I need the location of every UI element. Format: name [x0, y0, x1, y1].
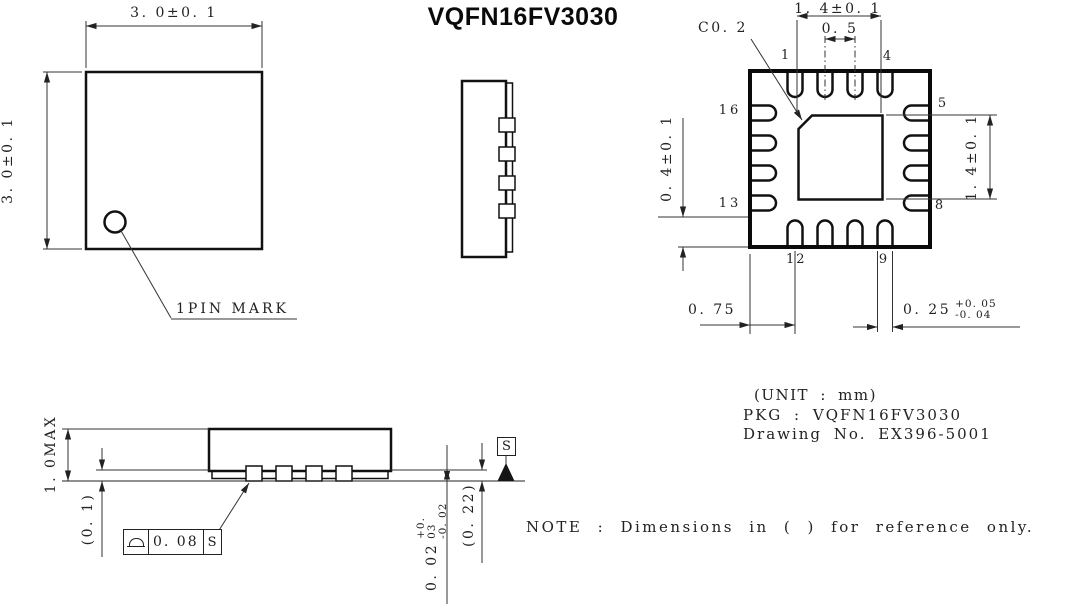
side-pin [498, 203, 516, 219]
profile-pin [305, 465, 323, 482]
ref-dim-022: (0. 22) [461, 482, 477, 547]
pin-label-1: 1 [780, 48, 792, 63]
bottom-view-linework [658, 12, 1020, 334]
profile-view-linework [62, 427, 525, 604]
body-height-dim: 1. 0MAX [43, 414, 59, 494]
top-view-linework [43, 21, 297, 320]
top-view-width-dim: 3. 0±0. 1 [130, 5, 218, 21]
pin1-mark-circle [103, 210, 127, 234]
seating-datum-triangle [497, 463, 515, 481]
standoff-dim-group: 0. 02 +0. 03 -0. 02 [415, 499, 449, 591]
pin-label-8: 8 [934, 198, 946, 213]
ref-dim-01: (0. 1) [80, 492, 96, 546]
side-view-linework [460, 79, 516, 259]
pad-height-dim: 1. 4±0. 1 [964, 113, 980, 201]
pin-label-12: 12 [786, 252, 807, 267]
package-side-outline [460, 79, 508, 259]
pin-mark-leader [119, 228, 172, 319]
pin-slots-bottom [786, 219, 894, 245]
pin-label-4: 4 [882, 49, 894, 64]
edge-to-pin-dim: 0. 75 [687, 302, 737, 318]
pad-width-dim: 1. 4±0. 1 [794, 1, 882, 17]
side-pin [498, 146, 516, 162]
exposed-pad [797, 114, 884, 201]
pin-label-5: 5 [937, 96, 949, 111]
surface-profile-icon [124, 530, 148, 554]
package-top-outline [84, 70, 264, 251]
pin-width-dim: 0. 25 [903, 302, 952, 318]
seating-datum-symbol: S [497, 437, 516, 456]
profile-pin [245, 465, 263, 482]
side-pin [498, 175, 516, 191]
flatness-datum: S [202, 530, 221, 554]
profile-pin [335, 465, 353, 482]
flatness-leader [215, 482, 250, 536]
pin-label-9: 9 [878, 252, 890, 267]
pin-label-16: 16 [718, 103, 742, 118]
pin-mark-label: 1PIN MARK [176, 301, 290, 317]
note-text: NOTE : Dimensions in ( ) for reference o… [526, 518, 1035, 536]
pin-slots-left [752, 104, 778, 212]
profile-pin [275, 465, 293, 482]
unit-label: (UNIT : mm) [754, 386, 877, 404]
drawing-number: Drawing No. EX396-5001 [743, 425, 992, 443]
pin-label-13: 13 [718, 196, 742, 211]
page-title: VQFN16FV3030 [427, 3, 619, 31]
chamfer-leader [750, 38, 803, 121]
top-view-height-dim: 3. 0±0. 1 [0, 116, 16, 204]
standoff-dim: 0. 02 [424, 542, 440, 591]
standoff-tolerance: +0. 03 -0. 02 [414, 502, 449, 539]
flatness-frame: 0. 08 S [123, 529, 222, 555]
pin-width-tolerance: +0. 05 -0. 04 [955, 298, 997, 321]
package-profile-outline [207, 427, 393, 473]
chamfer-dim: C0. 2 [698, 20, 748, 36]
pin-width-dim-group: 0. 25 +0. 05 -0. 04 [903, 299, 997, 321]
pkg-label: PKG : VQFN16FV3030 [743, 406, 963, 424]
pitch-dim: 0. 5 [821, 21, 859, 37]
corner-clearance-dim: 0. 4±0. 1 [659, 114, 675, 202]
flatness-value: 0. 08 [148, 530, 203, 554]
side-pin [498, 117, 516, 133]
